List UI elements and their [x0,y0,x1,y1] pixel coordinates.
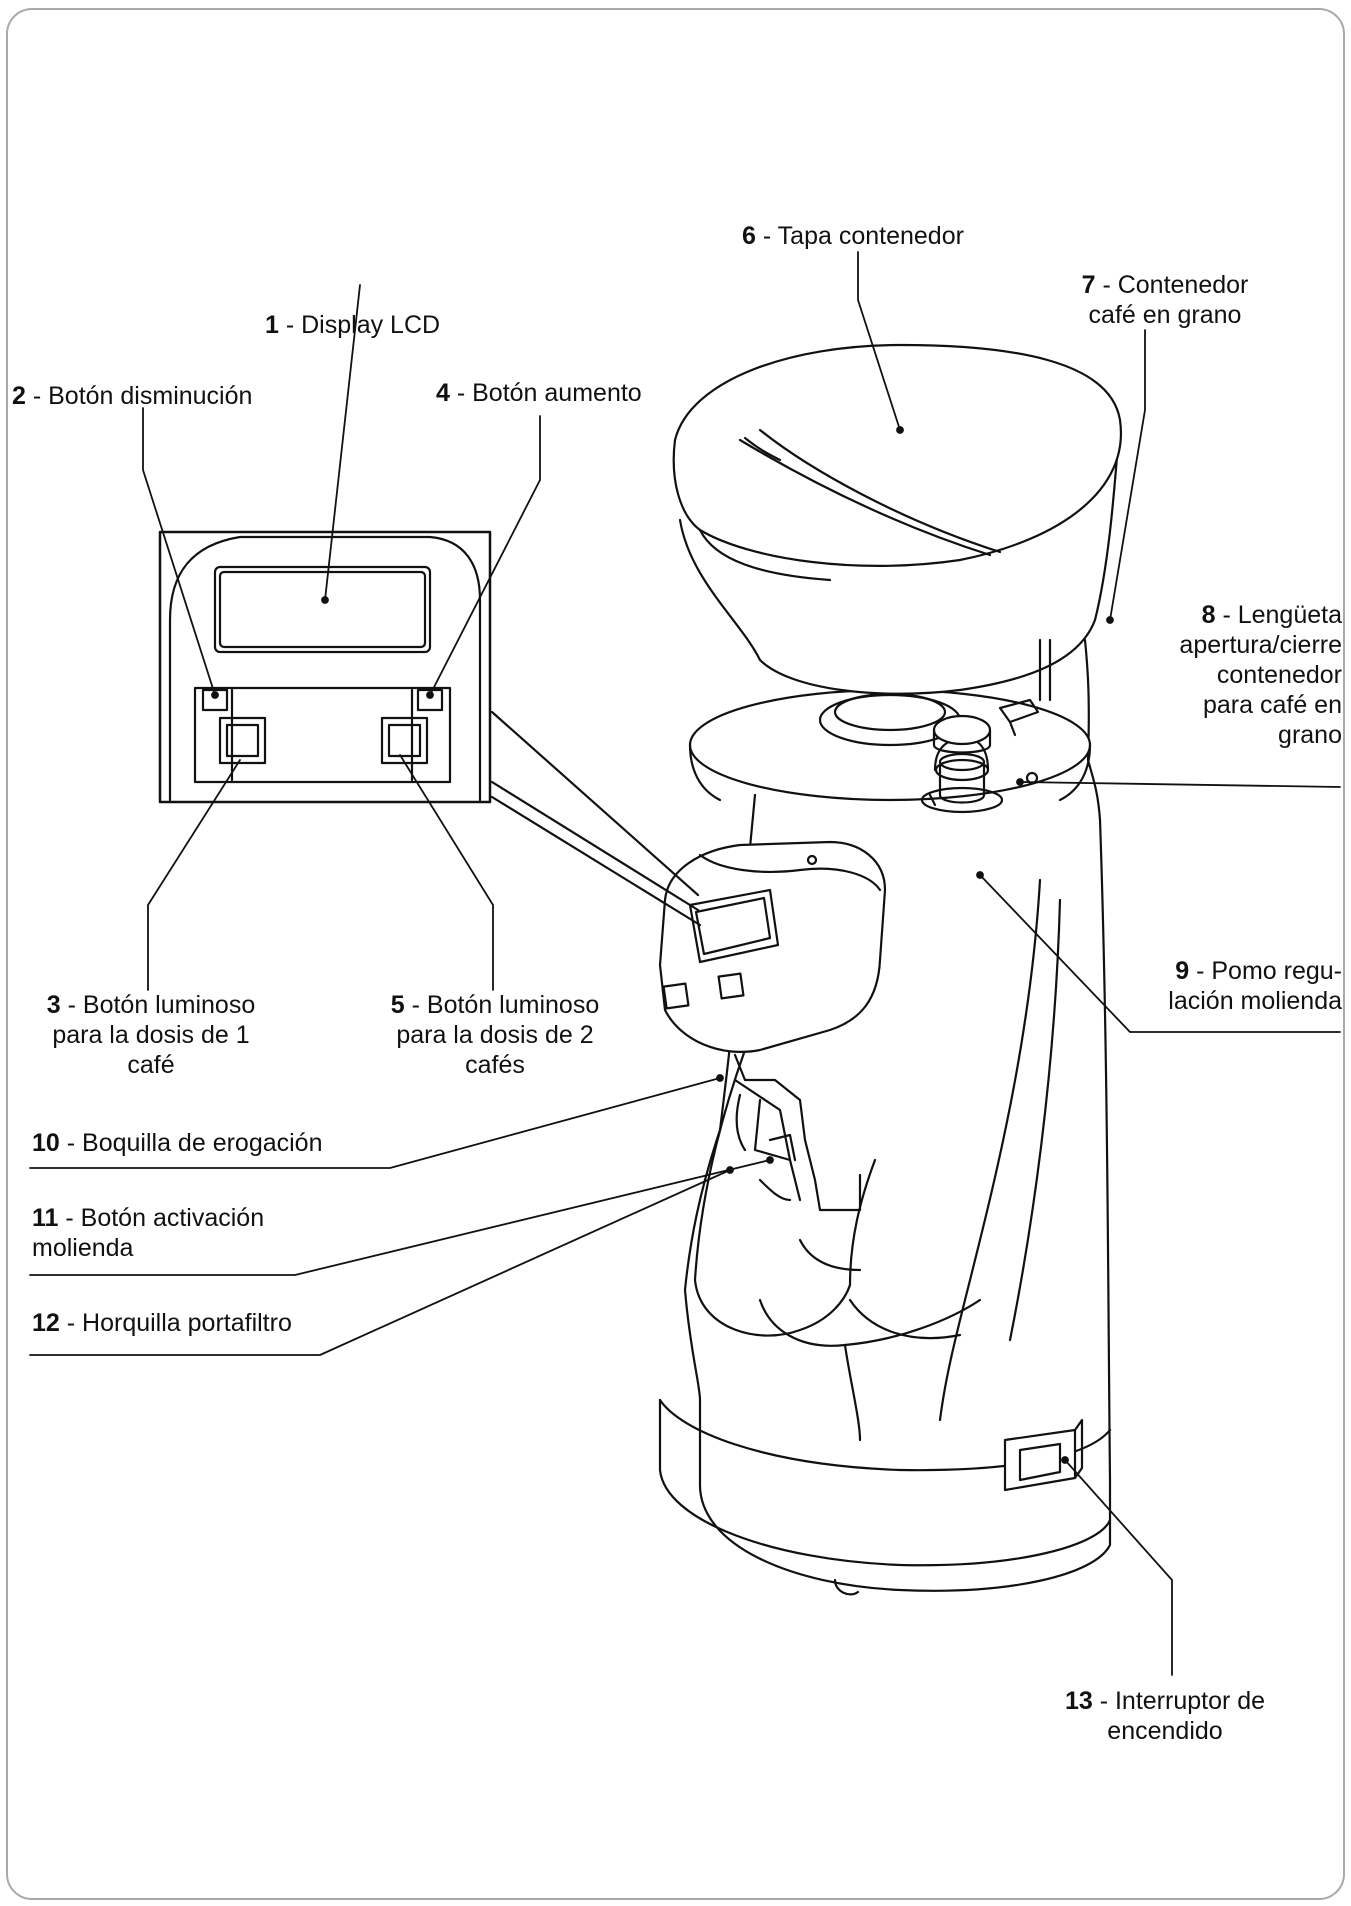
callout-5-number: 5 [390,991,405,1019]
callout-10-text: - Boquilla de erogación [66,1129,323,1157]
callout-3-text-3: café [127,1051,175,1079]
callout-8-text-5: grano [1278,721,1342,749]
callout-13-text-2: encendido [1107,1717,1223,1745]
callout-11: 11 - Botón activación molienda [32,1203,264,1263]
callout-2: 2 - Botón disminución [12,381,252,411]
callout-3: 3 - Botón luminoso para la dosis de 1 ca… [16,990,286,1080]
callout-12-number: 12 [32,1309,60,1337]
callout-6-text: - Tapa contenedor [762,222,964,250]
callout-6-number: 6 [742,222,756,250]
callout-8-number: 8 [1201,601,1216,629]
callout-9-text-1: - Pomo regu- [1196,957,1342,985]
callout-9-text-2: lación molienda [1168,987,1342,1015]
callout-9: 9 - Pomo regu- lación molienda [1100,956,1342,1016]
callout-13: 13 - Interruptor de encendido [1030,1686,1300,1746]
callout-7: 7 - Contenedor café en grano [1030,270,1300,330]
callout-8-text-1: - Lengüeta [1222,601,1342,629]
callout-8-text-4: para café en [1203,691,1342,719]
callout-8: 8 - Lengüeta apertura/cierre contenedor … [1100,600,1342,750]
callout-7-number: 7 [1081,271,1096,299]
callout-11-text-1: - Botón activación [65,1204,265,1232]
leader-lines [29,251,1341,1676]
callout-1-text: - Display LCD [285,311,441,339]
callout-1-number: 1 [265,311,279,339]
callout-5-text-3: cafés [465,1051,525,1079]
callout-11-text-2: molienda [32,1234,134,1262]
callout-11-number: 11 [32,1204,59,1232]
callout-8-text-3: contenedor [1216,661,1342,689]
bean-hopper [672,343,1123,702]
callout-13-text-1: - Interruptor de [1099,1687,1266,1715]
callout-1: 1 - Display LCD [265,310,440,340]
callout-12-text: - Horquilla portafiltro [66,1309,292,1337]
callout-2-number: 2 [12,382,26,410]
callout-2-text: - Botón disminución [32,382,253,410]
callout-5-text-1: - Botón luminoso [411,991,600,1019]
callout-7-text-1: - Contenedor [1102,271,1249,299]
grind-adjustment-knob [920,714,1004,814]
callout-9-number: 9 [1175,957,1190,985]
callout-10-number: 10 [32,1129,60,1157]
callout-4: 4 - Botón aumento [436,378,642,408]
callout-5-text-2: para la dosis de 2 [396,1021,594,1049]
callout-3-text-1: - Botón luminoso [67,991,256,1019]
callout-8-text-2: apertura/cierre [1179,631,1342,659]
callout-7-text-2: café en grano [1088,301,1242,329]
callout-3-text-2: para la dosis de 1 [52,1021,250,1049]
power-switch [1003,1418,1084,1492]
callout-3-number: 3 [46,991,61,1019]
callout-12: 12 - Horquilla portafiltro [32,1308,292,1338]
callout-5: 5 - Botón luminoso para la dosis de 2 ca… [360,990,630,1080]
callout-4-number: 4 [436,379,450,407]
callout-10: 10 - Boquilla de erogación [32,1128,323,1158]
callout-13-number: 13 [1064,1687,1093,1715]
callout-4-text: - Botón aumento [456,379,642,407]
control-panel-inset [158,530,702,927]
callout-6: 6 - Tapa contenedor [742,221,964,251]
rounded-frame [6,8,1345,1900]
control-head [658,840,887,1212]
